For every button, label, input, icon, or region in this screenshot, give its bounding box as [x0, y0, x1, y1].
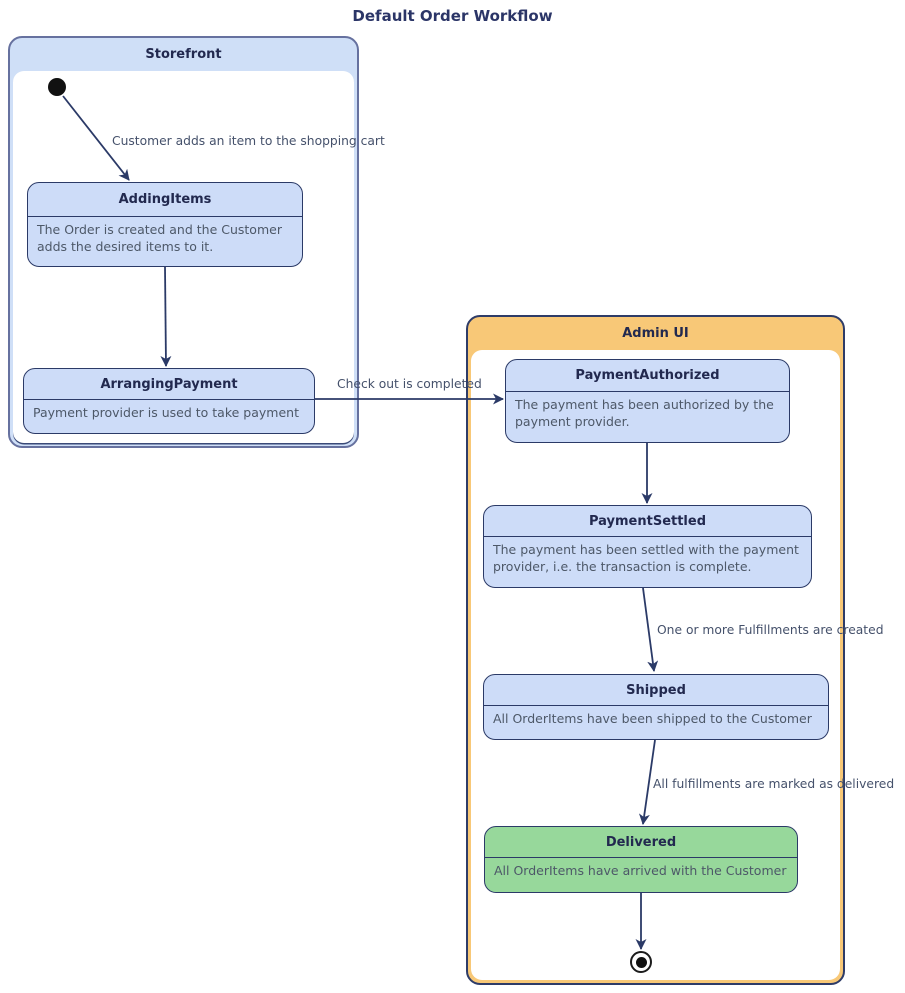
edge-label-add-item-to-cart: Customer adds an item to the shopping ca…	[112, 134, 385, 148]
storefront-header-label: Storefront	[145, 46, 222, 62]
state-payment-settled-description: The payment has been settled with the pa…	[493, 542, 799, 574]
state-delivered: Delivered All OrderItems have arrived wi…	[484, 826, 798, 893]
state-shipped-description: All OrderItems have been shipped to the …	[493, 711, 812, 726]
state-arranging-payment-description: Payment provider is used to take payment	[33, 405, 299, 420]
state-arranging-payment: ArrangingPayment Payment provider is use…	[23, 368, 315, 434]
final-state-inner-dot	[635, 956, 647, 968]
edge-label-checkout-completed: Check out is completed	[337, 377, 482, 391]
state-adding-items-description: The Order is created and the Customer ad…	[37, 222, 282, 254]
edge-label-marked-as-delivered: All fulfillments are marked as delivered	[653, 777, 895, 791]
state-delivered-description: All OrderItems have arrived with the Cus…	[494, 863, 787, 878]
state-adding-items-title: AddingItems	[28, 183, 302, 217]
state-shipped-title: Shipped	[484, 675, 828, 706]
state-payment-authorized-description: The payment has been authorized by the p…	[515, 397, 774, 429]
state-arranging-payment-title: ArrangingPayment	[24, 369, 314, 400]
state-payment-authorized-title: PaymentAuthorized	[506, 360, 789, 392]
state-payment-authorized: PaymentAuthorized The payment has been a…	[505, 359, 790, 443]
admin-ui-header-label: Admin UI	[622, 325, 689, 341]
state-payment-settled: PaymentSettled The payment has been sett…	[483, 505, 812, 588]
final-state-marker	[630, 951, 652, 973]
state-shipped: Shipped All OrderItems have been shipped…	[483, 674, 829, 740]
diagram-title: Default Order Workflow	[352, 7, 553, 25]
state-payment-settled-title: PaymentSettled	[484, 506, 811, 537]
state-adding-items: AddingItems The Order is created and the…	[27, 182, 303, 267]
edge-label-fulfillments-created: One or more Fulfillments are created	[657, 623, 884, 637]
state-delivered-title: Delivered	[485, 827, 797, 858]
initial-state-dot	[48, 78, 66, 96]
